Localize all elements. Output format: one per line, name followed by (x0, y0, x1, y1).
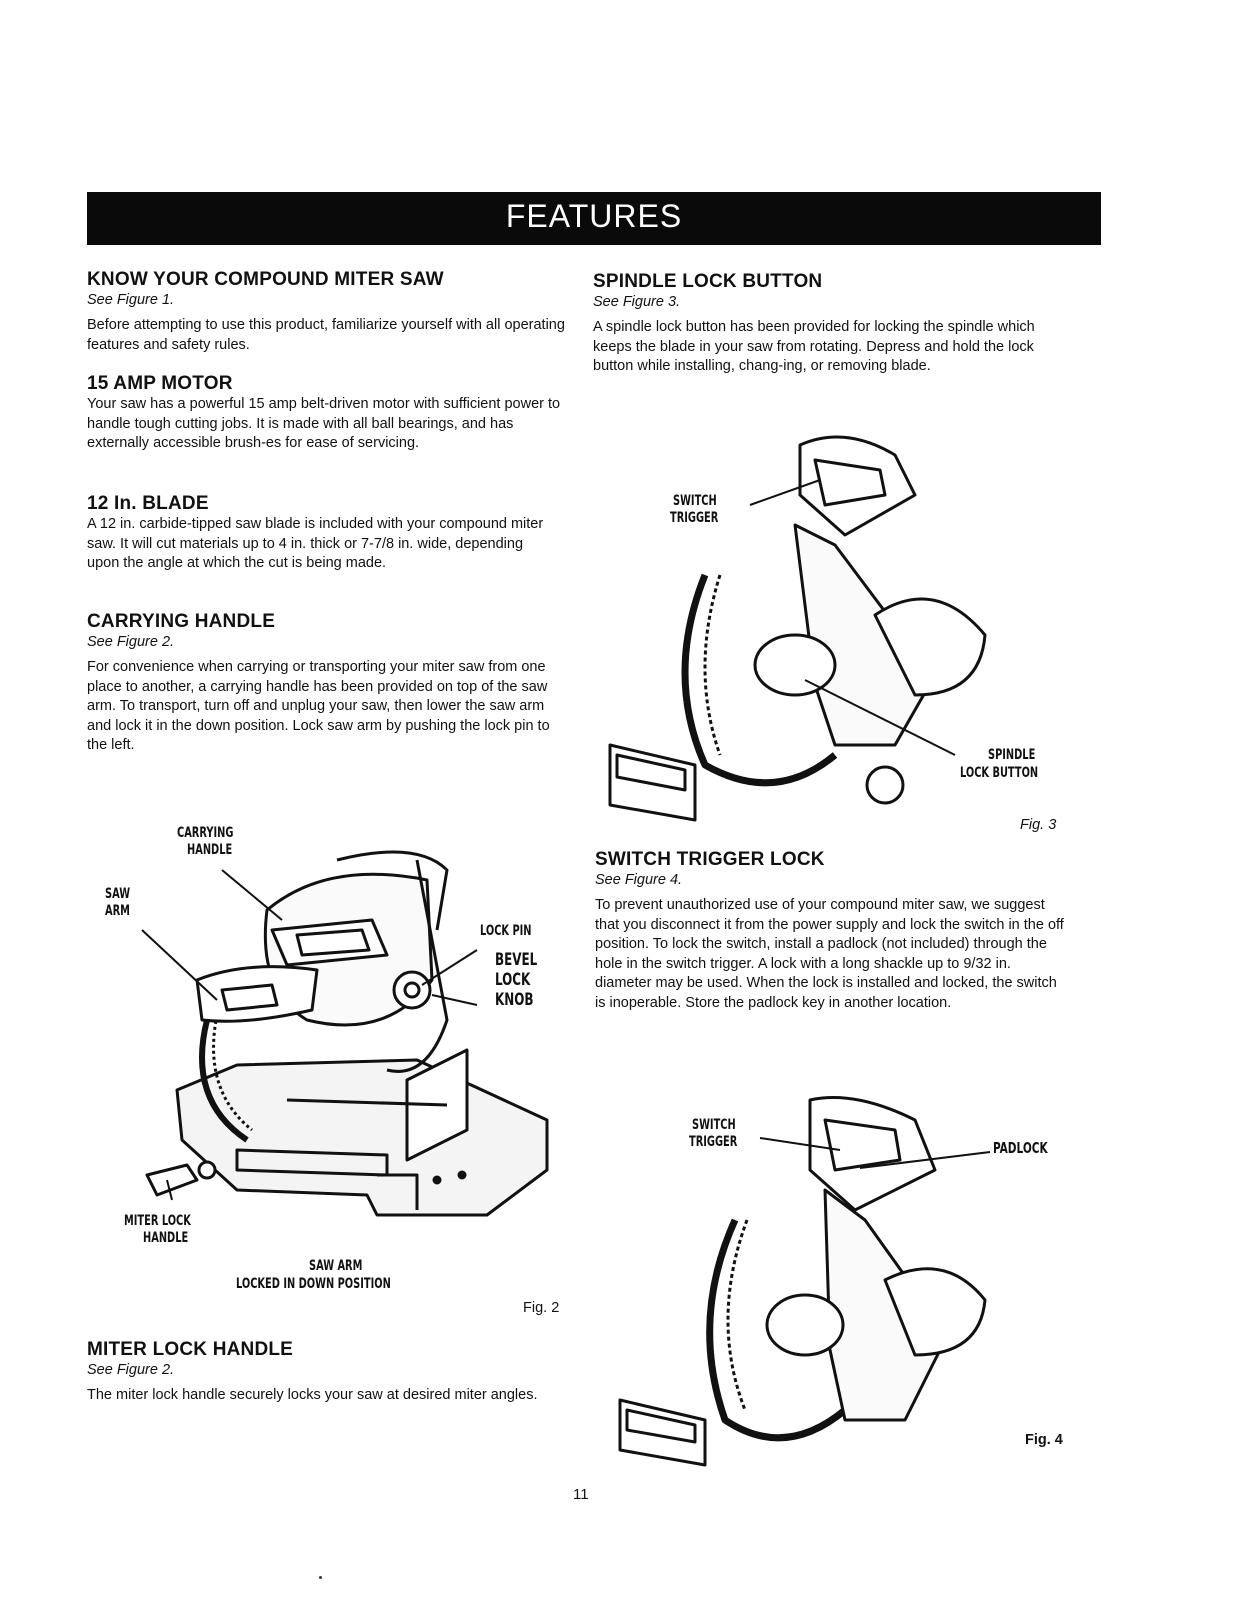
callout-switch-1: SWITCH (673, 493, 717, 509)
callout-spindle-2: LOCK BUTTON (960, 765, 1039, 781)
callout-carrying-handle-1: CARRYING (177, 825, 234, 841)
scan-speck (319, 1576, 322, 1579)
spindle-illustration (608, 435, 987, 822)
section-miter-lock: MITER LOCK HANDLE See Figure 2. The mite… (87, 1338, 567, 1406)
figure-label: Fig. 2 (523, 1300, 560, 1316)
figure-reference: See Figure 3. (593, 294, 681, 310)
figure-reference: See Figure 4. (595, 872, 683, 888)
section-motor: 15 AMP MOTOR Your saw has a powerful 15 … (87, 372, 567, 454)
section-heading: 15 AMP MOTOR (87, 373, 233, 394)
callout-bevel-3: KNOB (495, 990, 534, 1010)
section-heading: SWITCH TRIGGER LOCK (595, 849, 825, 870)
callout-switch-2: TRIGGER (670, 510, 719, 526)
section-know-saw: KNOW YOUR COMPOUND MITER SAW See Figure … (87, 268, 567, 355)
figure-4: SWITCH TRIGGER PADLOCK Fig. 4 (595, 1090, 1075, 1475)
section-carrying-handle: CARRYING HANDLE See Figure 2. For conven… (87, 610, 567, 756)
section-body: A spindle lock button has been provided … (593, 319, 1035, 375)
callout-bevel-1: BEVEL (495, 950, 538, 970)
section-body: The miter lock handle securely locks you… (87, 1387, 538, 1403)
figure-reference: See Figure 1. (87, 292, 175, 308)
features-banner: FEATURES (87, 192, 1101, 245)
callout-saw-arm-locked-2: LOCKED IN DOWN POSITION (236, 1276, 391, 1292)
section-heading: 12 In. BLADE (87, 493, 209, 514)
figure-2: CARRYING HANDLE SAW ARM LOCK PIN BEVEL L… (87, 810, 587, 1325)
banner-title: FEATURES (505, 198, 683, 234)
callout-padlock: PADLOCK (993, 1139, 1048, 1157)
callout-bevel-2: LOCK (495, 970, 531, 990)
section-body: Your saw has a powerful 15 amp belt-driv… (87, 396, 561, 452)
figure-reference: See Figure 2. (87, 634, 175, 650)
callout-lock-pin: LOCK PIN (480, 923, 532, 939)
callout-spindle-1: SPINDLE (988, 747, 1036, 763)
callout-carrying-handle-2: HANDLE (187, 842, 233, 858)
section-blade: 12 In. BLADE A 12 in. carbide-tipped saw… (87, 492, 557, 574)
section-heading: SPINDLE LOCK BUTTON (593, 271, 823, 292)
callout-saw-arm-1: SAW (105, 886, 131, 902)
figure-3: SWITCH TRIGGER SPINDLE LOCK BUTTON Fig. … (595, 425, 1075, 835)
callout-miter-lock-2: HANDLE (143, 1230, 189, 1246)
section-switch-lock: SWITCH TRIGGER LOCK See Figure 4. To pre… (595, 848, 1070, 1014)
callout-saw-arm-locked-1: SAW ARM (309, 1258, 363, 1274)
section-body: A 12 in. carbide-tipped saw blade is inc… (87, 516, 544, 572)
section-heading: CARRYING HANDLE (87, 611, 276, 632)
callout-miter-lock-1: MITER LOCK (124, 1213, 191, 1229)
section-body: Before attempting to use this product, f… (87, 317, 565, 353)
callout-switch-2: TRIGGER (689, 1134, 738, 1150)
figure-label: Fig. 3 (1020, 817, 1057, 833)
section-spindle: SPINDLE LOCK BUTTON See Figure 3. A spin… (593, 270, 1068, 377)
figure-reference: See Figure 2. (87, 1362, 175, 1378)
section-heading: KNOW YOUR COMPOUND MITER SAW (87, 269, 444, 290)
callout-saw-arm-2: ARM (105, 903, 130, 919)
section-heading: MITER LOCK HANDLE (87, 1339, 294, 1360)
miter-saw-illustration (141, 850, 549, 1217)
section-body: To prevent unauthorized use of your comp… (595, 897, 1064, 1011)
section-body: For convenience when carrying or transpo… (87, 659, 550, 754)
callout-switch-1: SWITCH (692, 1117, 736, 1133)
padlock-illustration (618, 1096, 991, 1467)
figure-label: Fig. 4 (1025, 1432, 1063, 1448)
page-number: 11 (573, 1486, 589, 1503)
